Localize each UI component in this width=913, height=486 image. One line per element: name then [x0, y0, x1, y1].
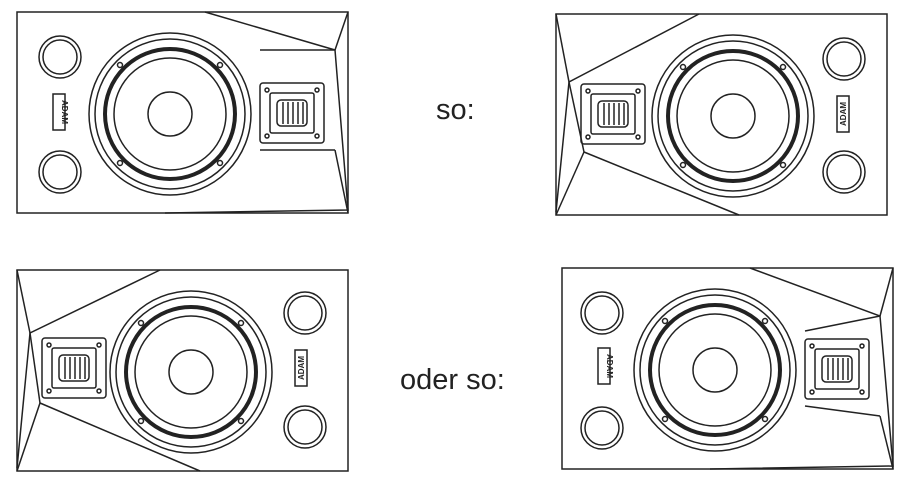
adam-logo-text: ADAM [297, 356, 306, 380]
cabinet [555, 13, 888, 216]
adam-logo-text: ADAM [839, 102, 848, 126]
bass-port-bottom [822, 150, 866, 194]
tweeter [804, 338, 870, 400]
label-bottom: oder so: [400, 364, 505, 396]
woofer [651, 34, 815, 198]
adam-logo-plate [836, 95, 850, 133]
cabinet-bevel [709, 267, 894, 470]
tweeter [259, 82, 325, 144]
bass-port-top [580, 291, 624, 335]
bass-port-bottom [580, 406, 624, 450]
bass-port-bottom [283, 405, 327, 449]
adam-logo-text: ADAM [60, 100, 69, 124]
bass-port-bottom [38, 150, 82, 194]
tweeter [41, 337, 107, 399]
woofer [88, 32, 252, 196]
speaker-bottom-right: ADAM [561, 267, 894, 470]
adam-logo-plate [597, 347, 611, 385]
bass-port-top [283, 291, 327, 335]
adam-logo-plate [52, 93, 66, 131]
woofer [109, 290, 273, 454]
speaker-top-right: ADAM [555, 13, 888, 216]
label-top: so: [436, 94, 475, 126]
adam-logo-plate [294, 349, 308, 387]
tweeter [580, 83, 646, 145]
speaker-top-left: ADAM [16, 11, 349, 214]
speaker-bottom-left: ADAM [16, 269, 349, 472]
woofer [633, 288, 797, 452]
cabinet [16, 269, 349, 472]
cabinet-bevel [164, 11, 349, 214]
bass-port-top [822, 37, 866, 81]
bass-port-top [38, 35, 82, 79]
adam-logo-text: ADAM [605, 354, 614, 378]
